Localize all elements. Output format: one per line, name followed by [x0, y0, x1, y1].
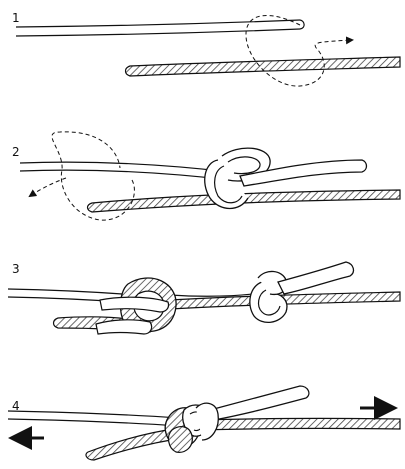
step-1-smooth-line [16, 20, 300, 27]
step-2-dashed-arrow [30, 178, 66, 196]
step-4-smooth-line [8, 411, 180, 418]
step-4-tag-end [210, 386, 309, 420]
step-2-illustration [20, 132, 400, 220]
step-4-knot-hatched-b [169, 427, 193, 453]
step-1-illustration [16, 15, 400, 86]
step-1-smooth-line-lower [16, 29, 300, 36]
step-1-dashed-loop [246, 15, 352, 86]
step-3-illustration [8, 262, 400, 334]
step-2-smooth-line-lower [20, 170, 230, 180]
step-4-hatched-rope-right [200, 418, 400, 430]
step-1-smooth-line-end [300, 20, 304, 29]
step-3-smooth-line-mid [170, 293, 262, 296]
step-3-smooth-wrap-b [96, 320, 152, 334]
step-1-hatched-rope [126, 57, 401, 76]
step-4-smooth-line-lower [8, 419, 180, 426]
step-4-illustration [8, 386, 400, 460]
step-3-tag-end [278, 262, 353, 294]
